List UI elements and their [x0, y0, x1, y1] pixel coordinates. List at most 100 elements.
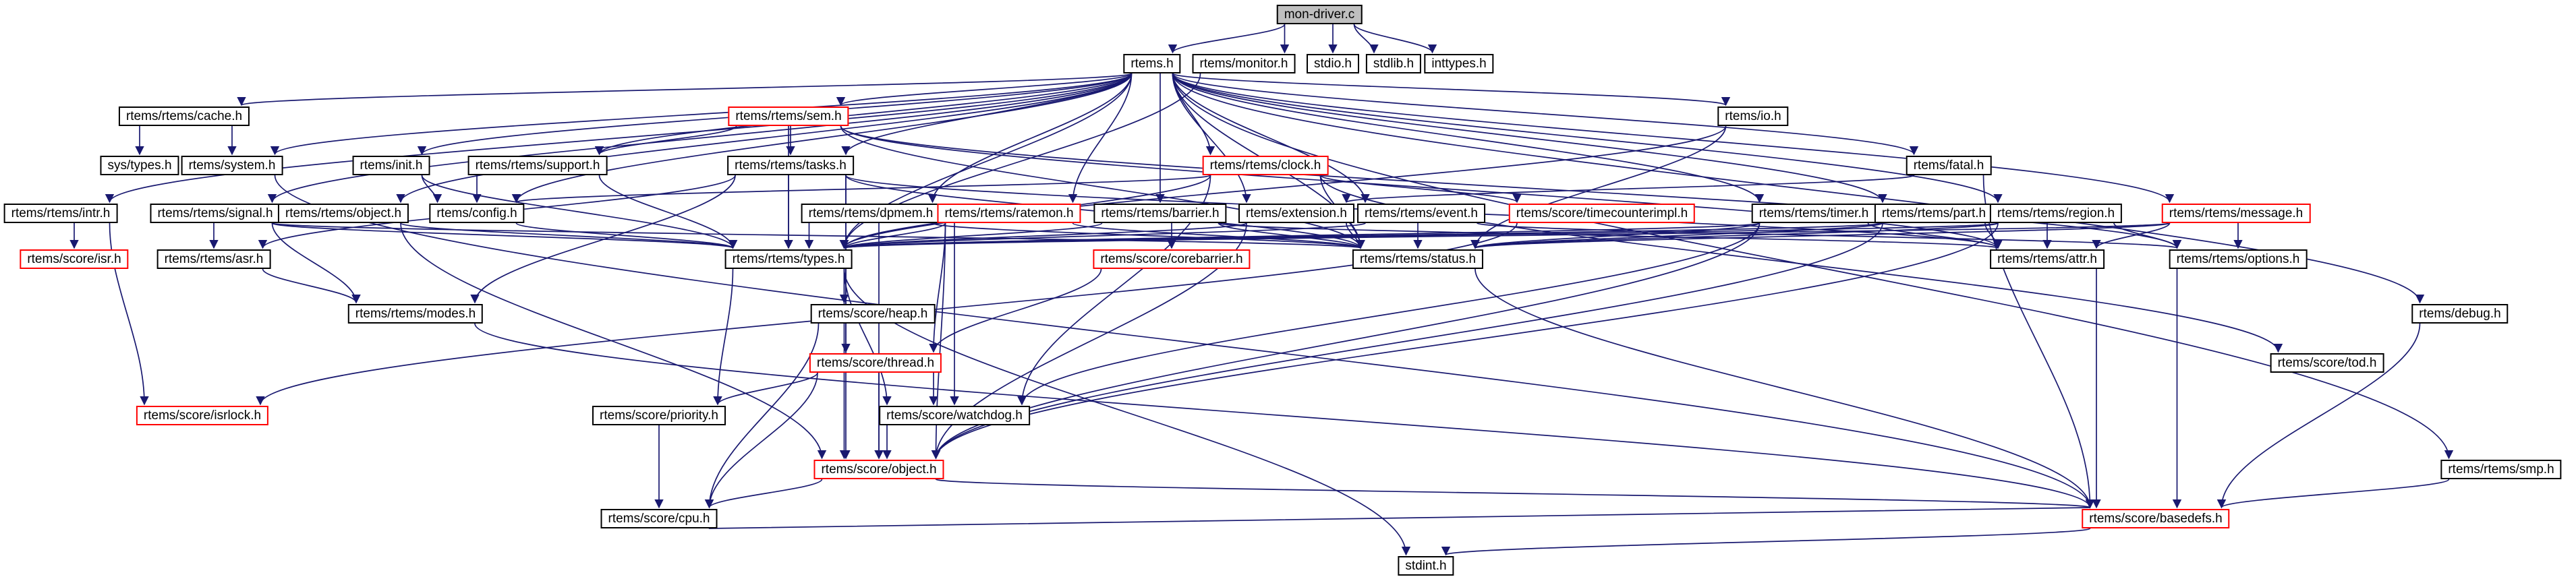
include-edge — [1172, 73, 1765, 204]
graph-node-rtems-score-tod-h[interactable]: rtems/score/tod.h — [2270, 353, 2384, 373]
include-edge — [1172, 73, 1887, 204]
include-edge — [2092, 222, 2171, 249]
graph-node-rtems-rtems-sem-h[interactable]: rtems/rtems/sem.h — [728, 106, 849, 126]
graph-node-rtems-rtems-ratemon-h[interactable]: rtems/rtems/ratemon.h — [937, 204, 1081, 223]
graph-node-stdlib-h[interactable]: stdlib.h — [1365, 54, 1422, 73]
include-edge — [1172, 73, 2454, 460]
include-edge — [2216, 323, 2421, 509]
graph-node-mon-driver-c: mon-driver.c — [1276, 5, 1363, 24]
include-edge — [932, 222, 1365, 249]
include-edge — [704, 372, 818, 509]
graph-node-rtems-rtems-asr-h[interactable]: rtems/rtems/asr.h — [156, 249, 271, 269]
graph-node-rtems-rtems-part-h[interactable]: rtems/rtems/part.h — [1874, 204, 1994, 223]
edge-layer — [69, 24, 2454, 556]
include-edge — [836, 73, 1133, 106]
include-edge — [1470, 125, 1727, 249]
graph-node-rtems-system-h[interactable]: rtems/system.h — [181, 156, 283, 175]
include-edge — [396, 73, 1133, 204]
graph-node-rtems-extension-h[interactable]: rtems/extension.h — [1238, 204, 1354, 223]
include-edge — [704, 323, 820, 509]
include-edge — [713, 372, 818, 406]
graph-node-rtems-config-h[interactable]: rtems/config.h — [429, 204, 525, 223]
graph-node-rtems-rtems-intr-h[interactable]: rtems/rtems/intr.h — [3, 204, 118, 223]
include-edge — [713, 268, 734, 406]
graph-node-stdint-h[interactable]: stdint.h — [1398, 556, 1454, 576]
include-edge — [704, 479, 823, 509]
graph-node-rtems-rtems-cache-h[interactable]: rtems/rtems/cache.h — [118, 106, 250, 126]
graph-node-sys-types-h[interactable]: sys/types.h — [100, 156, 179, 175]
graph-node-rtems-rtems-message-h[interactable]: rtems/rtems/message.h — [2161, 204, 2311, 223]
include-edge — [1475, 268, 2095, 509]
include-edge — [1068, 73, 1133, 204]
graph-node-rtems-score-timecounterimpl-h[interactable]: rtems/score/timecounterimpl.h — [1508, 204, 1696, 223]
graph-node-rtems-rtems-timer-h[interactable]: rtems/rtems/timer.h — [1751, 204, 1877, 223]
graph-node-rtems-fatal-h[interactable]: rtems/fatal.h — [1906, 156, 1992, 175]
include-edge — [708, 498, 2091, 530]
include-edge — [271, 222, 737, 249]
graph-node-rtems-rtems-attr-h[interactable]: rtems/rtems/attr.h — [1990, 249, 2105, 269]
graph-node-rtems-rtems-barrier-h[interactable]: rtems/rtems/barrier.h — [1093, 204, 1227, 223]
graph-node-inttypes-h[interactable]: inttypes.h — [1424, 54, 1494, 73]
graph-node-rtems-score-isrlock-h[interactable]: rtems/score/isrlock.h — [136, 406, 269, 425]
graph-node-rtems-init-h[interactable]: rtems/init.h — [352, 156, 430, 175]
include-edge — [840, 222, 2171, 249]
graph-node-rtems-rtems-tasks-h[interactable]: rtems/rtems/tasks.h — [727, 156, 854, 175]
graph-node-rtems-rtems-modes-h[interactable]: rtems/rtems/modes.h — [347, 304, 484, 324]
graph-node-rtems-score-corebarrier-h[interactable]: rtems/score/corebarrier.h — [1093, 249, 1251, 269]
include-edge — [843, 268, 892, 406]
include-edge — [840, 125, 2181, 249]
graph-node-rtems-score-isr-h[interactable]: rtems/score/isr.h — [20, 249, 129, 269]
graph-node-rtems-rtems-signal-h[interactable]: rtems/rtems/signal.h — [150, 204, 281, 223]
graph-node-rtems-debug-h[interactable]: rtems/debug.h — [2411, 304, 2509, 324]
include-edge — [262, 268, 361, 304]
graph-node-rtems-rtems-region-h[interactable]: rtems/rtems/region.h — [1989, 204, 2123, 223]
include-edge — [271, 222, 1365, 249]
graph-node-rtems-rtems-dpmem-h[interactable]: rtems/rtems/dpmem.h — [801, 204, 941, 223]
include-edge — [1172, 73, 2175, 204]
include-edge — [1172, 73, 1730, 106]
graph-node-rtems-rtems-object-h[interactable]: rtems/rtems/object.h — [277, 204, 409, 223]
include-edge — [1017, 222, 1761, 406]
include-edge — [929, 268, 1102, 353]
graph-node-stdio-h[interactable]: stdio.h — [1307, 54, 1359, 73]
graph-node-rtems-monitor-h[interactable]: rtems/monitor.h — [1192, 54, 1296, 73]
include-edge — [1470, 222, 1999, 249]
graph-node-rtems-rtems-smp-h[interactable]: rtems/rtems/smp.h — [2440, 460, 2562, 479]
graph-node-rtems-score-cpu-h[interactable]: rtems/score/cpu.h — [600, 509, 718, 528]
include-edge — [1319, 175, 2283, 353]
include-edge — [839, 125, 1727, 249]
include-edge — [1342, 175, 1915, 204]
graph-node-rtems-rtems-clock-h[interactable]: rtems/rtems/clock.h — [1202, 156, 1329, 175]
graph-node-rtems-rtems-status-h[interactable]: rtems/rtems/status.h — [1352, 249, 1484, 269]
graph-node-rtems-score-heap-h[interactable]: rtems/score/heap.h — [810, 304, 936, 324]
graph-node-rtems-score-watchdog-h[interactable]: rtems/score/watchdog.h — [879, 406, 1030, 425]
include-edge — [270, 73, 1133, 156]
include-edge — [1172, 73, 1370, 204]
include-edge — [1441, 528, 2091, 556]
graph-node-rtems-h[interactable]: rtems.h — [1123, 54, 1181, 73]
graph-node-rtems-rtems-event-h[interactable]: rtems/rtems/event.h — [1357, 204, 1485, 223]
include-edge — [598, 175, 738, 249]
graph-node-rtems-io-h[interactable]: rtems/io.h — [1717, 106, 1789, 126]
include-edge — [1867, 222, 2003, 249]
include-edge — [1172, 73, 1251, 204]
graph-node-rtems-score-priority-h[interactable]: rtems/score/priority.h — [592, 406, 726, 425]
graph-node-rtems-score-object-h[interactable]: rtems/score/object.h — [813, 460, 944, 479]
include-edge — [421, 175, 442, 204]
include-edge — [421, 175, 738, 249]
include-edge — [1172, 73, 2003, 204]
include-edge — [515, 222, 737, 249]
include-edge — [474, 323, 2094, 509]
graph-node-rtems-score-thread-h[interactable]: rtems/score/thread.h — [809, 353, 942, 373]
include-edge — [1470, 222, 1761, 249]
include-edge — [927, 73, 1133, 204]
graph-node-rtems-rtems-options-h[interactable]: rtems/rtems/options.h — [2169, 249, 2308, 269]
graph-node-rtems-rtems-support-h[interactable]: rtems/rtems/support.h — [467, 156, 608, 175]
graph-node-rtems-rtems-types-h[interactable]: rtems/rtems/types.h — [724, 249, 853, 269]
graph-node-rtems-score-basedefs-h[interactable]: rtems/score/basedefs.h — [2082, 509, 2230, 528]
include-edge — [237, 73, 1133, 106]
include-edge — [840, 222, 1366, 249]
include-edge — [594, 73, 1133, 156]
